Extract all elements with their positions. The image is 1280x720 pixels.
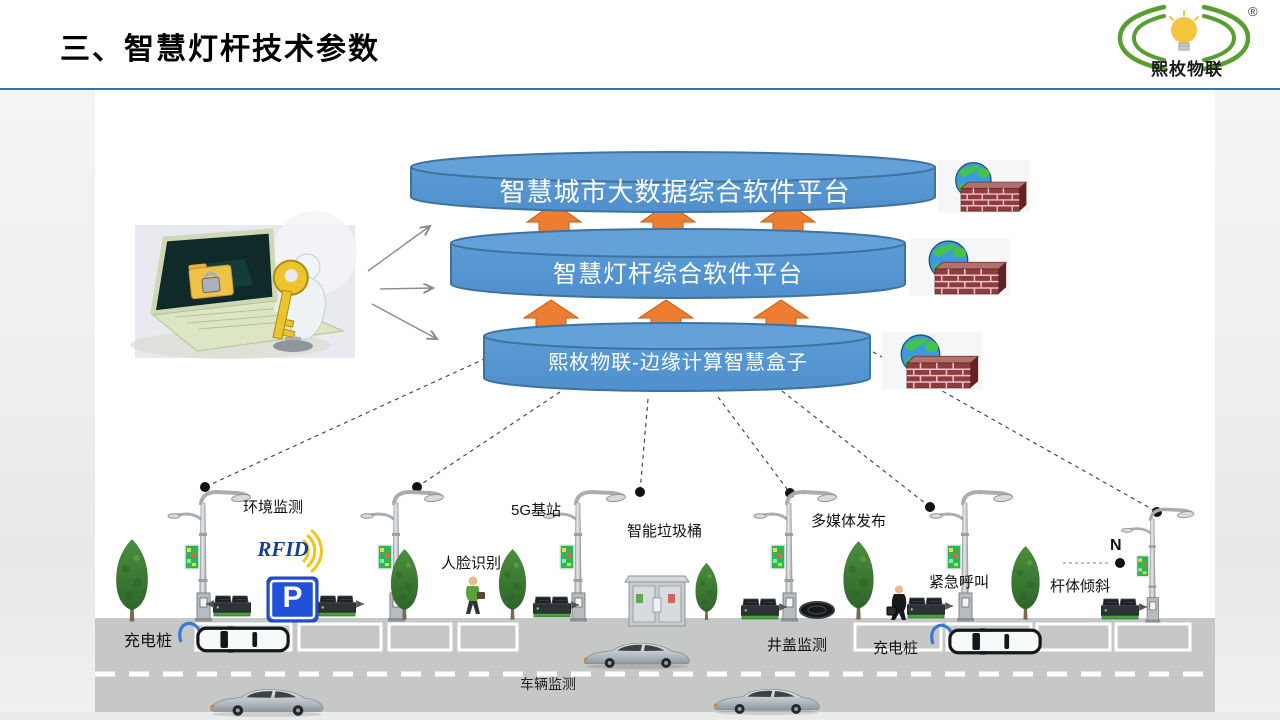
- logo-bulb-icon: [1117, 4, 1251, 72]
- label-vehicle-monitoring: 车辆监测: [520, 676, 576, 692]
- charging-cable: [930, 623, 953, 645]
- parking-bays: [194, 622, 1192, 652]
- label-charging-pile-right: 充电桩: [873, 640, 919, 657]
- edge-to-pole-dashed-links: [204, 347, 1158, 513]
- logo-company-name: 熙枚物联: [1151, 60, 1223, 79]
- right-margin-decor: [1215, 90, 1280, 712]
- platform-edge-cylinder: [483, 322, 871, 392]
- smart-trash-bin: [624, 575, 690, 627]
- charging-cable: [178, 621, 201, 643]
- edge-devices: [206, 595, 1147, 620]
- label-emergency-call: 紧急呼叫: [929, 574, 990, 591]
- platform-pole-label: 智慧灯杆综合软件平台: [553, 261, 803, 288]
- rfid-badge: [247, 529, 323, 573]
- tree: [1011, 545, 1040, 621]
- manhole-cover: [799, 601, 835, 619]
- north-tilt-marker: [1063, 558, 1125, 568]
- company-logo: [1112, 2, 1262, 82]
- pole-link-dots: [200, 482, 1162, 517]
- security-laptop-image: [130, 211, 357, 359]
- image-to-platform-arrows: [367, 226, 437, 339]
- label-pole-tilt: 杆体倾斜: [1050, 578, 1111, 595]
- slide-header: [0, 0, 1280, 88]
- parked-car-top-view: [948, 628, 1042, 655]
- tree: [843, 541, 874, 620]
- label-north: N: [1110, 537, 1122, 554]
- label-smart-trash: 智能垃圾桶: [627, 523, 703, 540]
- parked-car-top-view: [196, 626, 290, 653]
- firewall-icon: [882, 332, 982, 390]
- parking-sign: [266, 576, 319, 623]
- firewall-icon: [938, 160, 1030, 213]
- tree: [695, 562, 718, 621]
- label-manhole-monitoring: 井盖监测: [767, 637, 828, 654]
- registered-trademark: ®: [1248, 4, 1258, 19]
- label-environment-monitoring: 环境监测: [243, 499, 304, 516]
- firewall-icon: [910, 238, 1010, 296]
- platform-city-cylinder: [410, 151, 936, 213]
- tree: [115, 539, 149, 622]
- label-charging-pile-left: 充电桩: [124, 633, 173, 650]
- label-rfid: RFID: [257, 537, 309, 561]
- platform-pole-cylinder: [450, 228, 906, 299]
- label-face-recognition: 人脸识别: [441, 555, 502, 572]
- label-5g-station: 5G基站: [511, 502, 562, 519]
- platform-edge-label: 熙枚物联-边缘计算智慧盒子: [548, 352, 808, 374]
- page-title: 三、智慧灯杆技术参数: [60, 33, 380, 66]
- platform-city-label: 智慧城市大数据综合软件平台: [499, 177, 851, 207]
- bottom-strip: [0, 712, 1280, 720]
- pedestrian-face-recognition: [465, 576, 485, 614]
- label-multimedia: 多媒体发布: [811, 513, 887, 530]
- left-margin-decor: [0, 90, 95, 712]
- label-parking-sign: P: [282, 581, 303, 614]
- light-pole: [928, 490, 1013, 622]
- pedestrian-emergency: [886, 585, 907, 620]
- header-divider-line: [0, 88, 1280, 90]
- tree: [498, 548, 527, 621]
